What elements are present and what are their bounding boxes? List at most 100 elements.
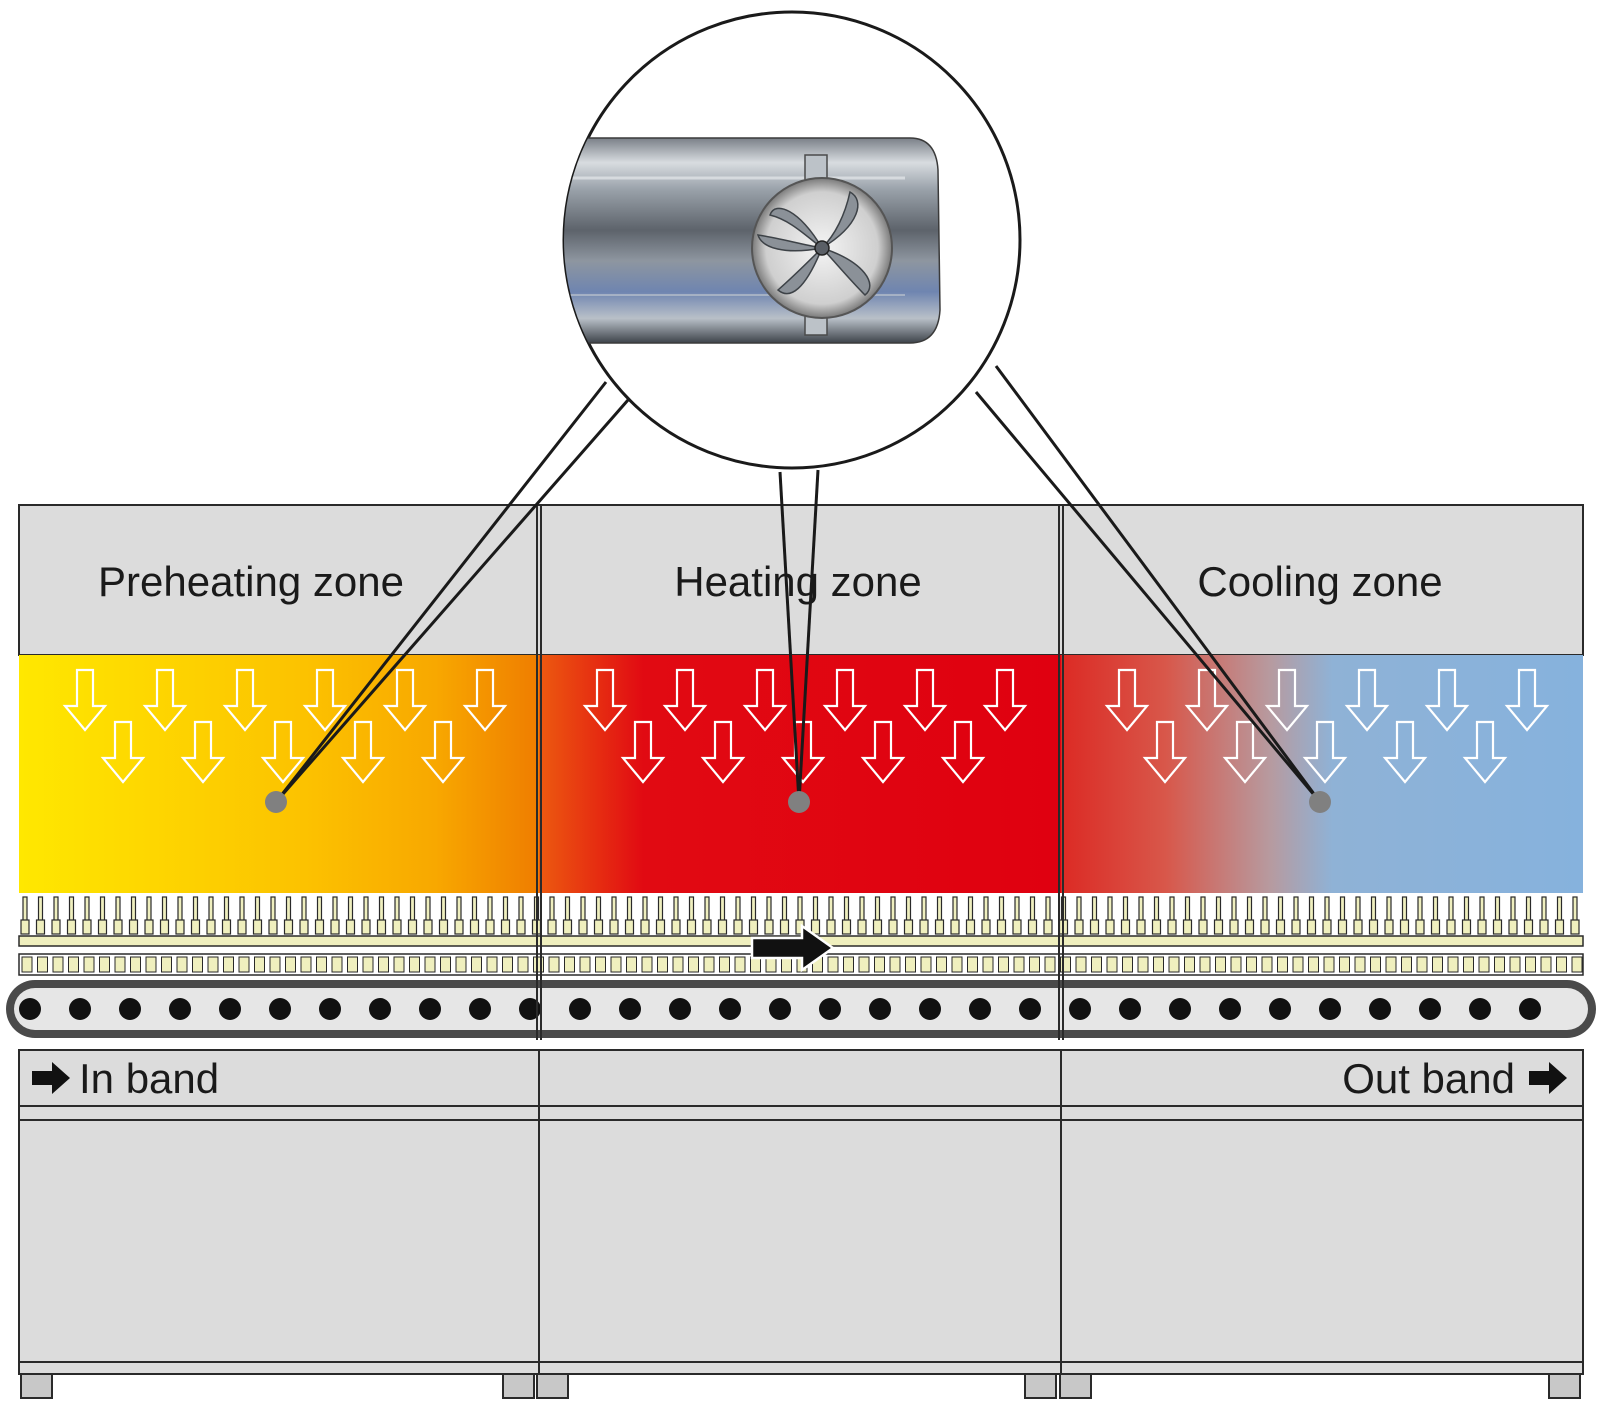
conveyor-roller bbox=[919, 998, 941, 1020]
component-body bbox=[1306, 919, 1317, 935]
conveyor-roller bbox=[1069, 998, 1091, 1020]
component-body bbox=[1136, 919, 1146, 935]
conveyor-roller bbox=[219, 998, 241, 1020]
airflow-down-arrow-icon bbox=[1344, 668, 1390, 732]
pcb-pad bbox=[471, 956, 482, 973]
conveyor-roller bbox=[1419, 998, 1441, 1020]
pcb-pad bbox=[331, 956, 343, 973]
component-body bbox=[1120, 919, 1131, 935]
airflow-down-arrow-icon bbox=[860, 720, 906, 784]
component-body bbox=[97, 919, 108, 935]
airflow-down-arrow-icon bbox=[62, 668, 108, 732]
pcb-pad bbox=[285, 956, 296, 973]
component-body bbox=[299, 919, 309, 935]
pcb-pad bbox=[52, 956, 64, 973]
component-pin bbox=[425, 896, 431, 924]
airflow-down-arrow-icon bbox=[582, 668, 628, 732]
airflow-down-arrow-icon bbox=[260, 720, 306, 784]
conveyor-roller bbox=[1219, 998, 1241, 1020]
conveyor-roller bbox=[569, 998, 591, 1020]
component-body bbox=[1399, 919, 1410, 935]
pcb-pad bbox=[936, 956, 947, 973]
conveyor-rollers bbox=[19, 998, 1541, 1020]
component-pin bbox=[378, 896, 385, 924]
pcb-pad bbox=[657, 956, 668, 973]
component-body bbox=[376, 919, 387, 935]
component-body bbox=[934, 919, 945, 935]
pcb-pad bbox=[843, 956, 854, 973]
airflow-down-arrow-icon bbox=[302, 668, 348, 732]
transport-direction-icon bbox=[750, 923, 836, 973]
component-body bbox=[748, 919, 759, 935]
component-pin bbox=[1169, 896, 1175, 924]
component-body bbox=[810, 919, 821, 935]
component-pin bbox=[952, 896, 958, 924]
pcb-pad bbox=[1540, 956, 1552, 973]
component-body bbox=[500, 919, 511, 935]
component-pin bbox=[564, 896, 571, 924]
component-pin bbox=[518, 896, 524, 924]
conveyor-roller bbox=[1319, 998, 1341, 1020]
base-rail bbox=[18, 1361, 1584, 1375]
pcb-pad bbox=[967, 956, 978, 973]
component-body bbox=[1415, 919, 1425, 935]
component-pin bbox=[1215, 896, 1222, 924]
component-body bbox=[1213, 919, 1224, 935]
component-pin bbox=[735, 896, 741, 924]
pcb-pad bbox=[734, 956, 746, 973]
component-pin bbox=[239, 896, 245, 924]
component-pin bbox=[766, 896, 772, 924]
component-pin bbox=[456, 896, 462, 924]
conveyor-roller bbox=[419, 998, 441, 1020]
pcb-pad bbox=[1354, 956, 1366, 973]
component-pin bbox=[1448, 896, 1454, 924]
pcb-pad bbox=[1401, 956, 1412, 973]
pcb-pad bbox=[626, 956, 637, 973]
component-body bbox=[128, 919, 139, 935]
conveyor-roller bbox=[119, 998, 141, 1020]
component-body bbox=[314, 919, 325, 935]
pcb-pad bbox=[1509, 956, 1521, 973]
component-body bbox=[717, 919, 728, 935]
airflow-down-arrow-icon bbox=[1104, 668, 1150, 732]
out-band-label: Out band bbox=[1342, 1055, 1515, 1102]
component-pin bbox=[192, 896, 199, 924]
component-body bbox=[206, 919, 216, 935]
component-body bbox=[578, 919, 588, 935]
pcb-pad bbox=[1153, 956, 1164, 973]
pcb-pad bbox=[951, 956, 963, 973]
conveyor-roller bbox=[719, 998, 741, 1020]
component-pin bbox=[37, 896, 44, 924]
nozzle-location-markers bbox=[265, 791, 1331, 813]
airflow-down-arrow-icon bbox=[462, 668, 508, 732]
pcb-pad bbox=[610, 956, 622, 973]
component-body bbox=[826, 919, 836, 935]
pcb-pad bbox=[564, 956, 575, 973]
component-body bbox=[888, 919, 898, 935]
component-pin bbox=[99, 896, 106, 924]
component-pin bbox=[1107, 896, 1113, 924]
component-body bbox=[1368, 919, 1379, 935]
pcb-pad bbox=[1091, 956, 1102, 973]
component-pin bbox=[750, 896, 757, 924]
component-pin bbox=[967, 896, 974, 924]
pcb-pad bbox=[1494, 956, 1505, 973]
component-body bbox=[950, 919, 960, 935]
in-band-arrow-icon bbox=[32, 1062, 70, 1094]
component-pin bbox=[1014, 896, 1020, 924]
component-body bbox=[1337, 919, 1348, 935]
component-body bbox=[562, 919, 573, 935]
component-pin bbox=[1510, 896, 1516, 924]
component-body bbox=[1430, 919, 1441, 935]
preheating-zone-label: Preheating zone bbox=[98, 558, 404, 605]
component-body bbox=[1027, 919, 1038, 935]
component-pin bbox=[1572, 896, 1578, 924]
component-body bbox=[361, 919, 371, 935]
component-pin bbox=[1463, 896, 1470, 924]
airflow-down-arrow-icon bbox=[1504, 668, 1550, 732]
component-body bbox=[1477, 919, 1487, 935]
component-body bbox=[330, 919, 340, 935]
pcb-pad bbox=[827, 956, 839, 973]
component-body bbox=[981, 919, 991, 935]
